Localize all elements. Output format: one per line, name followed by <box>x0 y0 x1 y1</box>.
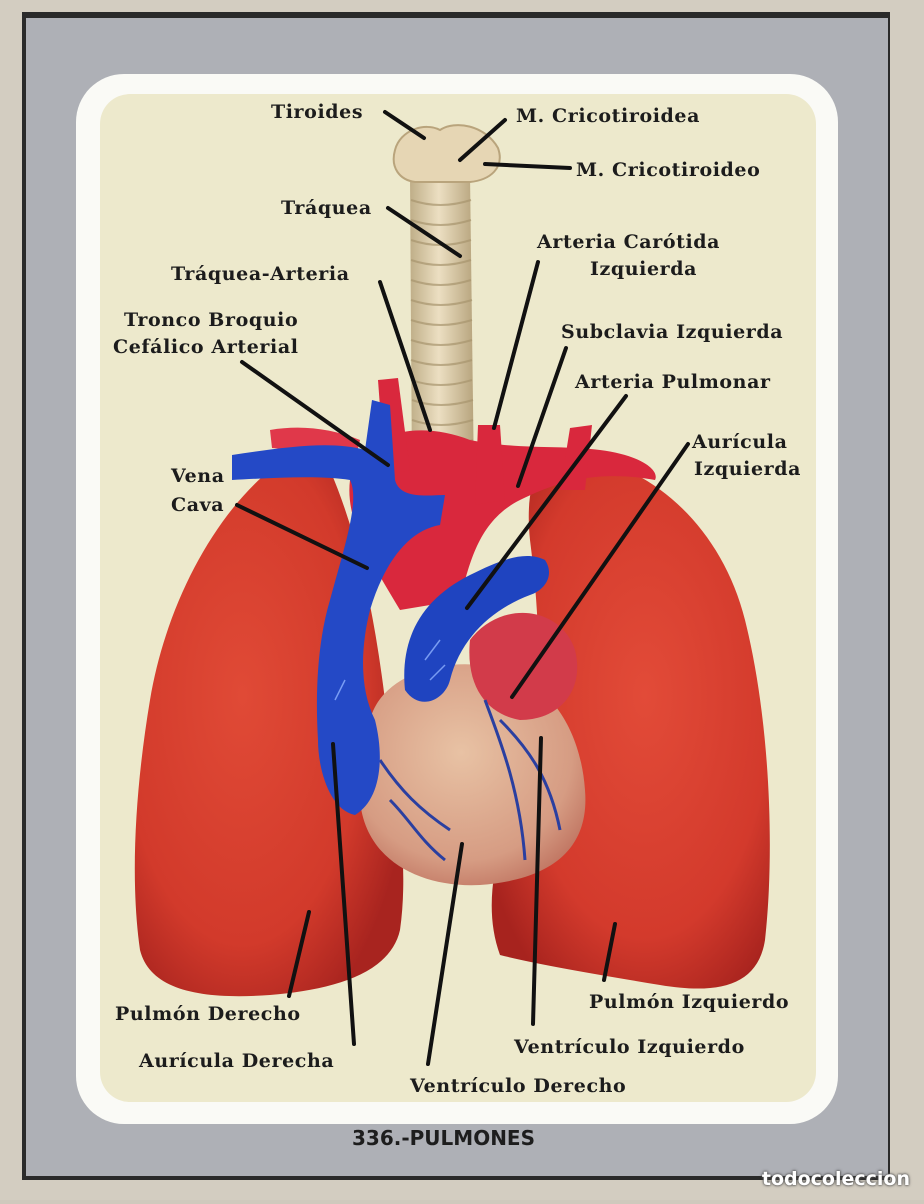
label-tronco-broquio-2: Cefálico Arterial <box>113 336 299 358</box>
leader-tiroides <box>383 110 426 140</box>
label-pulmon-izquierdo: Pulmón Izquierdo <box>589 991 790 1013</box>
label-traquea: Tráquea <box>281 197 372 219</box>
label-arteria-carotida-2: Izquierda <box>590 258 698 280</box>
label-traquea-arteria: Tráquea-Arteria <box>171 263 350 285</box>
label-tronco-broquio-1: Tronco Broquio <box>124 309 299 331</box>
leader-m-cricotiroidea <box>458 118 507 162</box>
label-tiroides: Tiroides <box>271 101 364 123</box>
card-caption: 336.-PULMONES <box>352 1126 535 1150</box>
leader-auricula-derecha <box>331 742 356 1046</box>
leader-ventriculo-izquierdo <box>531 736 543 1026</box>
leader-traquea-arteria <box>378 280 432 432</box>
vein-highlights <box>334 639 446 701</box>
thyroid <box>392 124 501 183</box>
leader-auricula-izquierda <box>510 442 690 699</box>
label-vena-cava-1: Vena <box>171 465 225 487</box>
label-ventriculo-izquierdo: Ventrículo Izquierdo <box>514 1036 745 1058</box>
leader-vena-cava <box>235 503 369 570</box>
watermark: todocoleccion <box>761 1168 910 1190</box>
leader-subclavia <box>516 346 568 488</box>
pulmonary-artery <box>404 555 550 702</box>
label-ventriculo-derecho: Ventrículo Derecho <box>410 1075 627 1097</box>
leader-ventriculo-derecho <box>426 842 464 1066</box>
label-auricula-izquierda-1: Aurícula <box>692 431 788 453</box>
leader-tronco-broquio <box>240 360 390 467</box>
leader-arteria-carotida <box>492 260 540 430</box>
label-arteria-carotida-1: Arteria Carótida <box>537 231 721 253</box>
label-auricula-izquierda-2: Izquierda <box>694 458 802 480</box>
label-pulmon-derecho: Pulmón Derecho <box>115 1003 301 1025</box>
leader-pulmon-izquierdo <box>602 922 617 982</box>
label-vena-cava-2: Cava <box>171 494 225 516</box>
superior-vena-cava <box>232 400 445 815</box>
label-arteria-pulmonar: Arteria Pulmonar <box>575 371 771 393</box>
label-m-cricotiroideo: M. Cricotiroideo <box>576 159 761 181</box>
leader-pulmon-derecho <box>287 910 311 998</box>
leader-lines <box>235 110 690 1066</box>
label-subclavia: Subclavia Izquierda <box>561 321 784 343</box>
leader-arteria-pulmonar <box>465 394 628 610</box>
leader-traquea <box>386 206 462 258</box>
label-auricula-derecha: Aurícula Derecha <box>139 1050 335 1072</box>
left-carotid-artery <box>475 425 505 505</box>
leader-m-cricotiroideo <box>483 162 572 170</box>
label-m-cricotiroidea: M. Cricotiroidea <box>516 105 701 127</box>
coronary-vessels <box>378 699 562 862</box>
